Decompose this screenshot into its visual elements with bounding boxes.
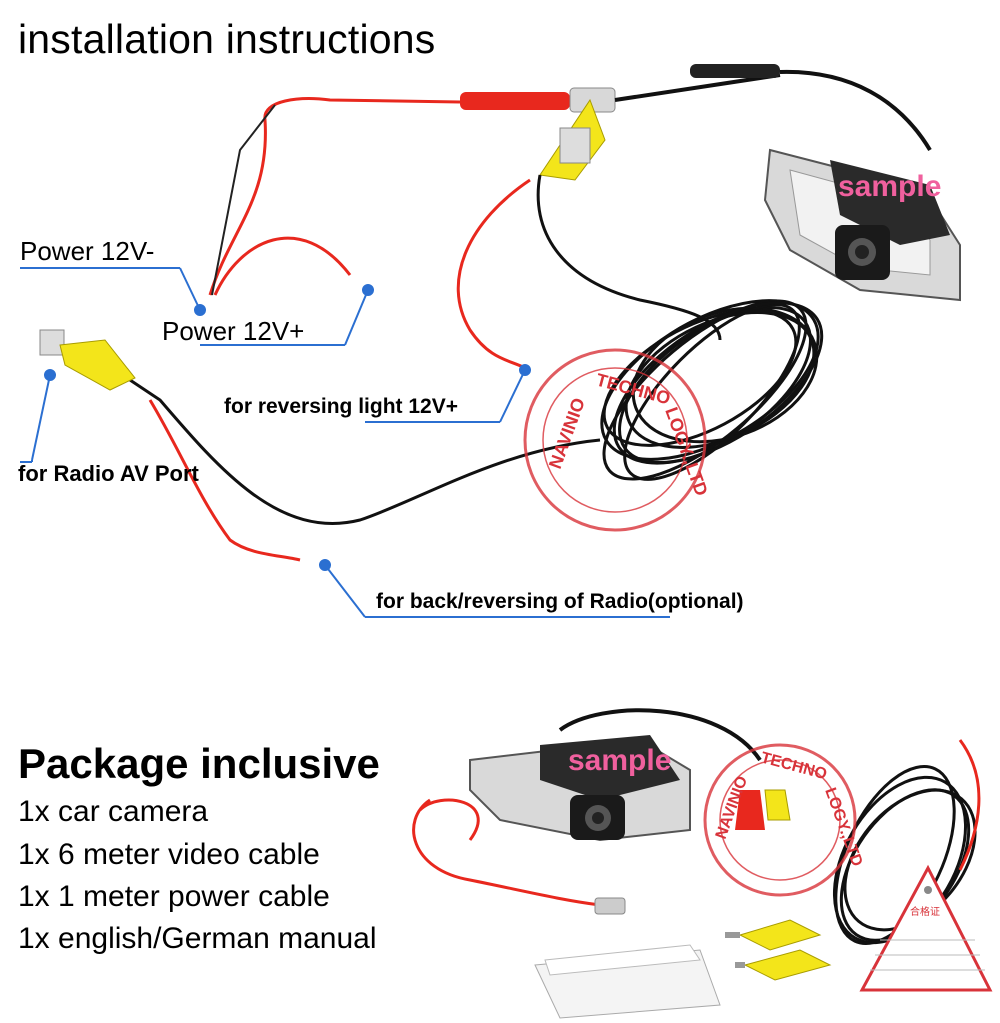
installation-title: installation instructions xyxy=(18,16,436,62)
package-yellow-connectors xyxy=(738,919,832,981)
sample-watermark-top: sample xyxy=(838,170,942,203)
label-reversing-light: for reversing light 12V+ xyxy=(224,395,458,418)
label-back-reversing-radio: for back/reversing of Radio(optional) xyxy=(376,590,744,613)
car-camera-image xyxy=(763,148,961,302)
package-item-camera: 1x car camera xyxy=(18,795,209,828)
sample-watermark-bottom: sample xyxy=(568,744,672,777)
package-item-power-cable: 1x 1 meter power cable xyxy=(18,880,330,913)
package-camera-image xyxy=(469,735,691,842)
label-radio-av-port: for Radio AV Port xyxy=(18,461,199,486)
yellow-rca-connector-left xyxy=(39,329,136,391)
yellow-rca-connector-top xyxy=(539,98,606,181)
package-power-cable xyxy=(412,798,601,907)
qc-card-title: 合格证 xyxy=(910,905,940,918)
label-power-positive: Power 12V+ xyxy=(162,316,305,346)
package-item-manual: 1x english/German manual xyxy=(18,922,377,955)
label-power-negative: Power 12V- xyxy=(20,236,155,266)
manual-booklet xyxy=(534,944,721,1019)
coiled-video-cable xyxy=(600,299,824,481)
package-item-video-cable: 1x 6 meter video cable xyxy=(18,838,320,871)
package-coiled-cable xyxy=(832,765,977,945)
power-connector xyxy=(460,92,570,110)
power-cable-red xyxy=(208,97,461,296)
label-pointers xyxy=(20,267,670,618)
package-title: Package inclusive xyxy=(18,740,380,787)
qc-certificate-card xyxy=(859,864,993,992)
